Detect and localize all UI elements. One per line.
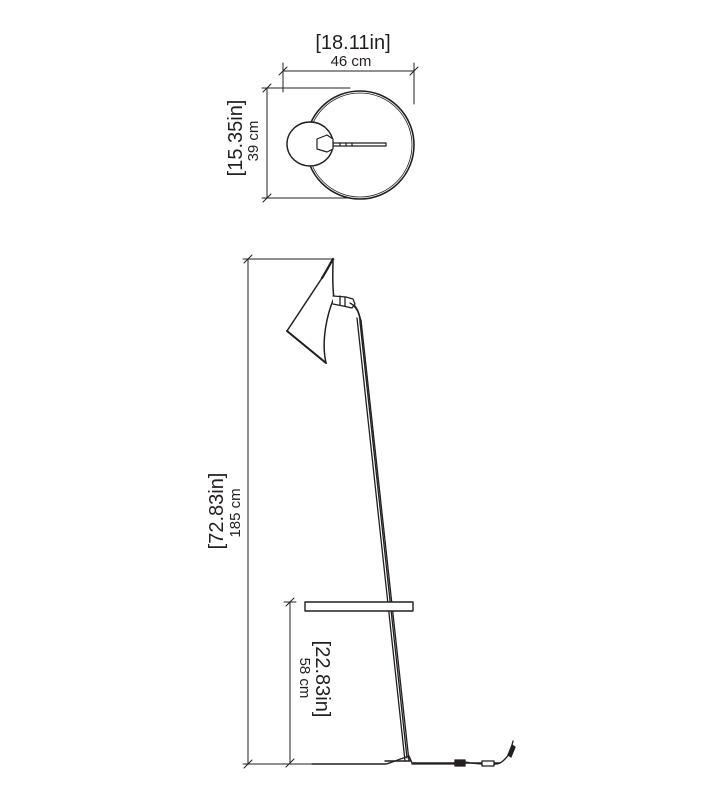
shelf-height-cm-label: 58 cm [296, 658, 313, 699]
lamp-base [311, 755, 501, 765]
top-depth-inches-label: [15.35in] [225, 100, 247, 177]
total-height-inches-label: [72.83in] [206, 473, 228, 550]
shelf-side [304, 601, 414, 612]
top-width-cm-label: 46 cm [331, 53, 372, 70]
top-depth-cm-label: 39 cm [245, 121, 262, 162]
lamp-arm-and-pole [332, 295, 410, 762]
top-view: [18.11in] 46 cm [15.35in] 39 cm [225, 32, 419, 203]
total-height-dimension-line [242, 254, 335, 769]
shelf-height-dimension-line [283, 597, 297, 768]
arm-top-outline [316, 134, 387, 153]
lamp-shade [286, 257, 335, 364]
power-cable-and-plug [411, 740, 516, 767]
shelf-height-inches-label: [22.83in] [311, 641, 333, 718]
top-width-inches-label: [18.11in] [315, 32, 390, 54]
top-depth-dimension-line [261, 83, 351, 203]
total-height-cm-label: 185 cm [227, 488, 244, 537]
top-width-dimension-line [278, 62, 419, 105]
side-view: [72.83in] 185 cm [22.83in] 58 cm [206, 254, 516, 769]
